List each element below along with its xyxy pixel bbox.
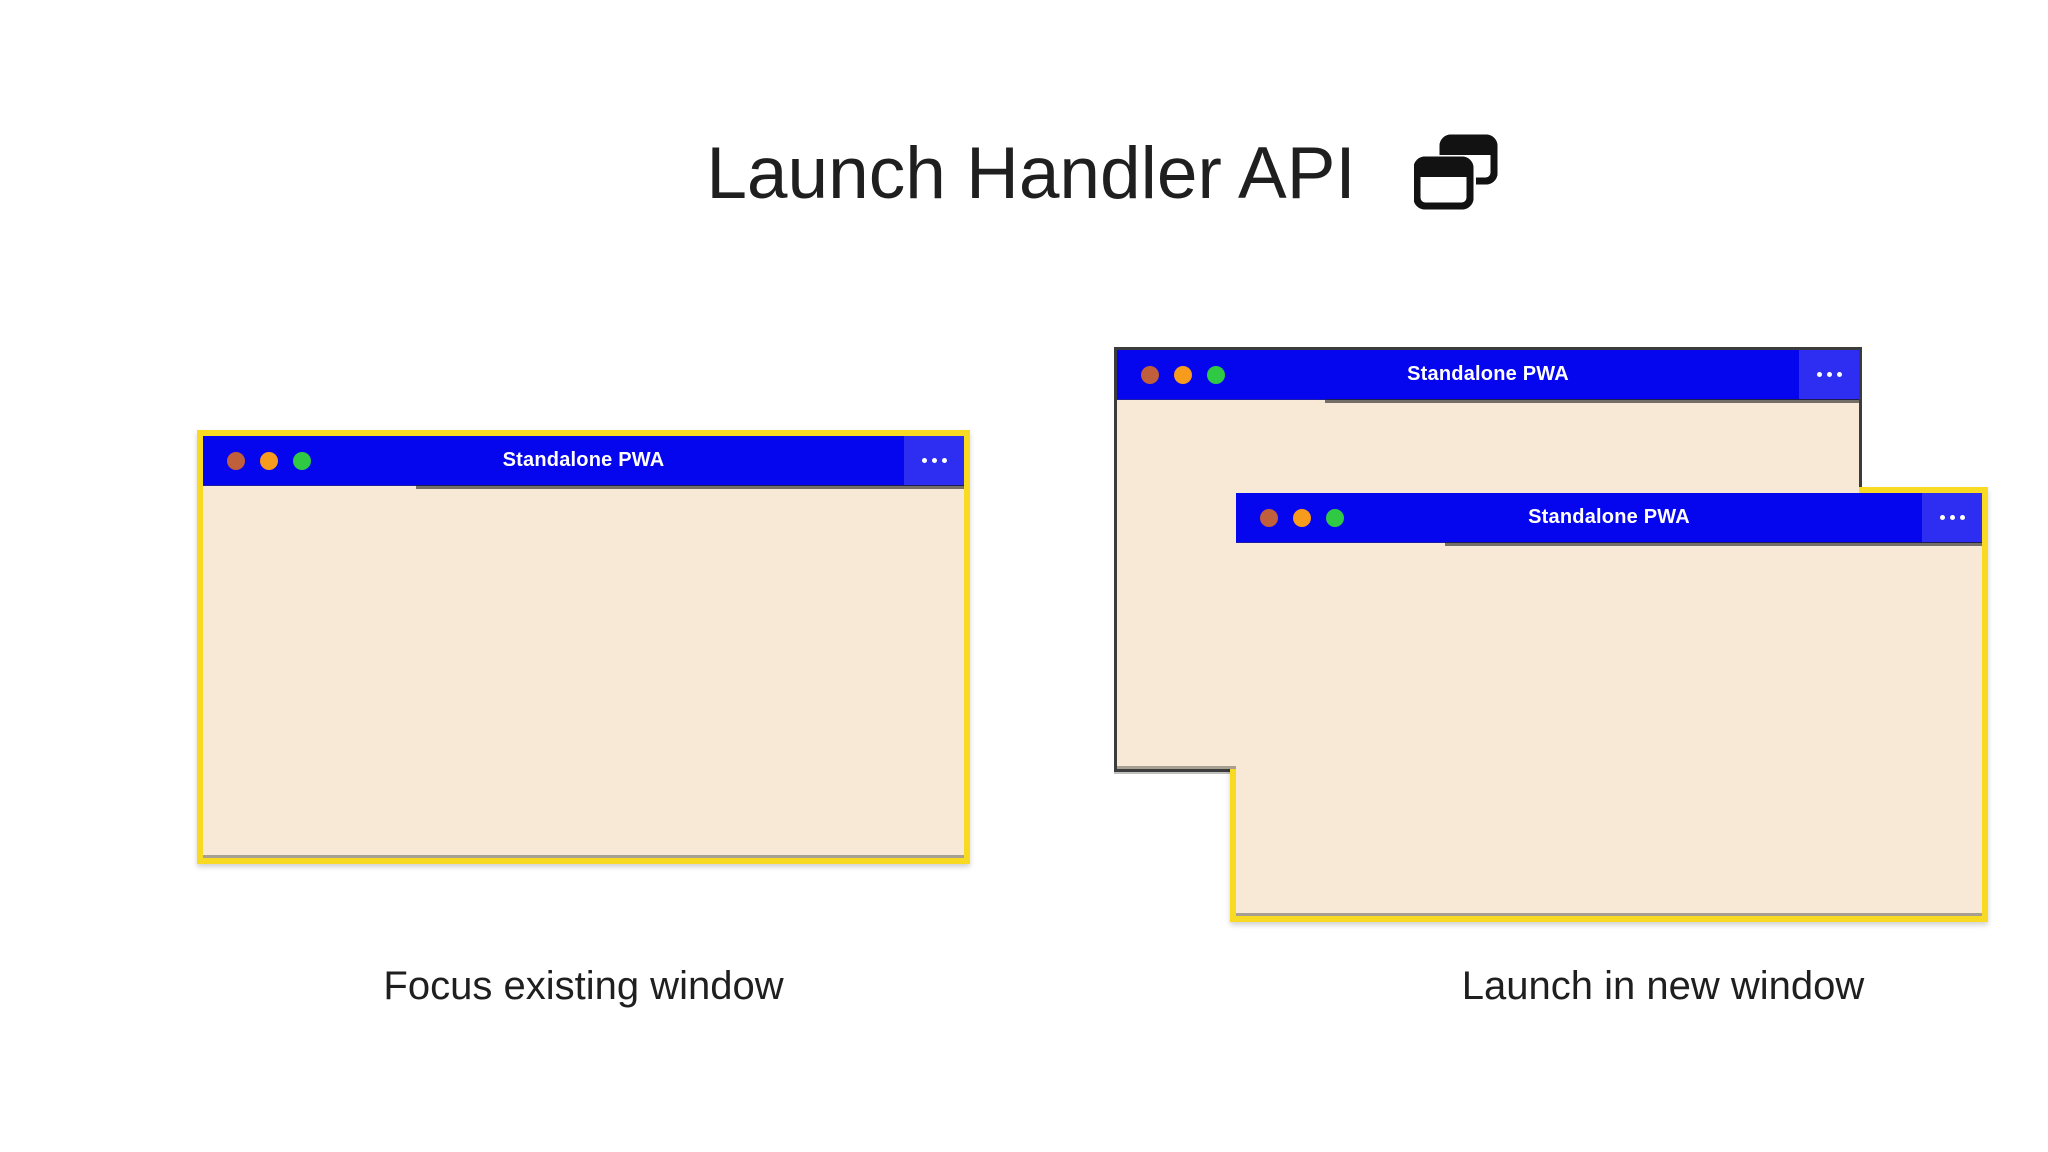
more-horizontal-icon	[941, 458, 947, 463]
more-horizontal-icon	[1826, 372, 1832, 377]
caption-launch-new: Launch in new window	[1461, 964, 1865, 1008]
more-menu-button	[1799, 350, 1859, 399]
more-horizontal-icon	[921, 458, 927, 463]
traffic-lights	[227, 451, 311, 470]
maximize-dot-icon	[1326, 508, 1344, 527]
more-horizontal-icon	[1949, 515, 1955, 520]
more-horizontal-icon	[1836, 372, 1842, 377]
minimize-dot-icon	[260, 451, 278, 470]
more-horizontal-icon	[1939, 515, 1945, 520]
close-dot-icon	[1260, 508, 1278, 527]
close-dot-icon	[227, 451, 245, 470]
titlebar: Standalone PWA	[1236, 493, 1982, 546]
more-menu-button	[904, 436, 964, 485]
overlapping-windows-icon	[1413, 134, 1498, 213]
pwa-window-existing: Standalone PWA	[197, 430, 970, 864]
more-menu-button	[1922, 493, 1982, 542]
minimize-dot-icon	[1293, 508, 1311, 527]
titlebar: Standalone PWA	[1117, 350, 1859, 403]
window-body	[1236, 543, 1982, 916]
traffic-lights	[1141, 365, 1225, 384]
pwa-window-new: Standalone PWA	[1230, 487, 1988, 922]
more-horizontal-icon	[1959, 515, 1965, 520]
window-title: Standalone PWA	[502, 449, 665, 471]
more-horizontal-icon	[1816, 372, 1822, 377]
maximize-dot-icon	[1207, 365, 1225, 384]
window-title: Standalone PWA	[1407, 363, 1569, 385]
traffic-lights	[1260, 508, 1344, 527]
page-title: Launch Handler API	[706, 133, 1356, 214]
window-title: Standalone PWA	[1528, 506, 1690, 528]
caption-focus-existing: Focus existing window	[383, 964, 784, 1008]
minimize-dot-icon	[1174, 365, 1192, 384]
close-dot-icon	[1141, 365, 1159, 384]
header: Launch Handler API	[78, 133, 2048, 214]
more-horizontal-icon	[931, 458, 937, 463]
maximize-dot-icon	[293, 451, 311, 470]
titlebar: Standalone PWA	[203, 436, 964, 489]
window-body	[203, 486, 964, 858]
